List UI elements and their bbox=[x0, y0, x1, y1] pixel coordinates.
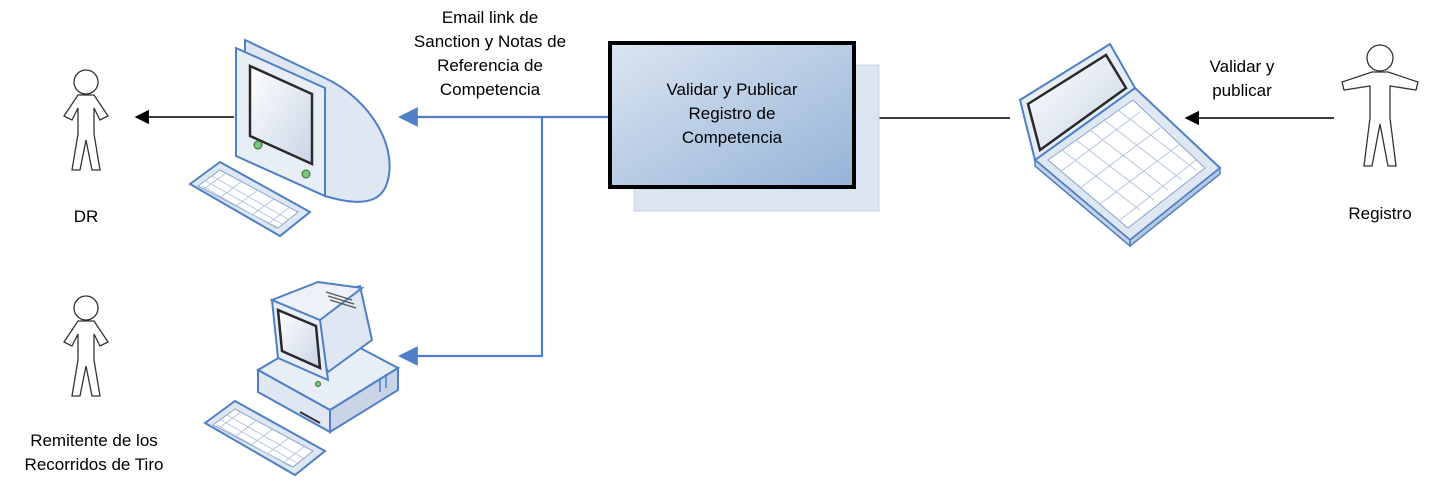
validar-label-line1: Validar y bbox=[1210, 57, 1275, 76]
email-label-line4: Competencia bbox=[440, 80, 541, 99]
actor-remitente-label-line2: Recorridos de Tiro bbox=[25, 455, 164, 474]
email-label-line1: Email link de bbox=[442, 8, 538, 27]
crt-monitor bbox=[189, 38, 391, 237]
actor-icon bbox=[63, 69, 109, 171]
actor-icon bbox=[63, 295, 109, 397]
desktop-computer-icon bbox=[255, 280, 401, 434]
laptop bbox=[1018, 42, 1222, 248]
validar-label-line2: publicar bbox=[1212, 81, 1272, 100]
actor-registro-label: Registro bbox=[1348, 204, 1411, 223]
process-box: Validar y Publicar Registro de Competenc… bbox=[608, 41, 880, 212]
process-box-line1: Validar y Publicar bbox=[666, 80, 797, 99]
process-box-line2: Registro de bbox=[689, 104, 776, 123]
laptop-icon bbox=[1018, 42, 1222, 248]
actor-dr: DR bbox=[63, 69, 109, 226]
actor-dr-label: DR bbox=[74, 207, 99, 226]
desktop-computer bbox=[204, 280, 401, 476]
actor-remitente-label-line1: Remitente de los bbox=[30, 431, 158, 450]
validar-label: Validar y publicar bbox=[1210, 57, 1275, 100]
crt-monitor-icon bbox=[235, 38, 391, 203]
connector-branch-to-desktop bbox=[398, 117, 544, 366]
process-box-line3: Competencia bbox=[682, 128, 783, 147]
actor-registro: Registro bbox=[1341, 44, 1419, 223]
actor-remitente: Remitente de los Recorridos de Tiro bbox=[25, 295, 164, 474]
actor-icon bbox=[1341, 44, 1419, 167]
email-label-line2: Sanction y Notas de bbox=[414, 32, 566, 51]
email-label-line3: Referencia de bbox=[437, 56, 543, 75]
email-label: Email link de Sanction y Notas de Refere… bbox=[414, 8, 566, 99]
